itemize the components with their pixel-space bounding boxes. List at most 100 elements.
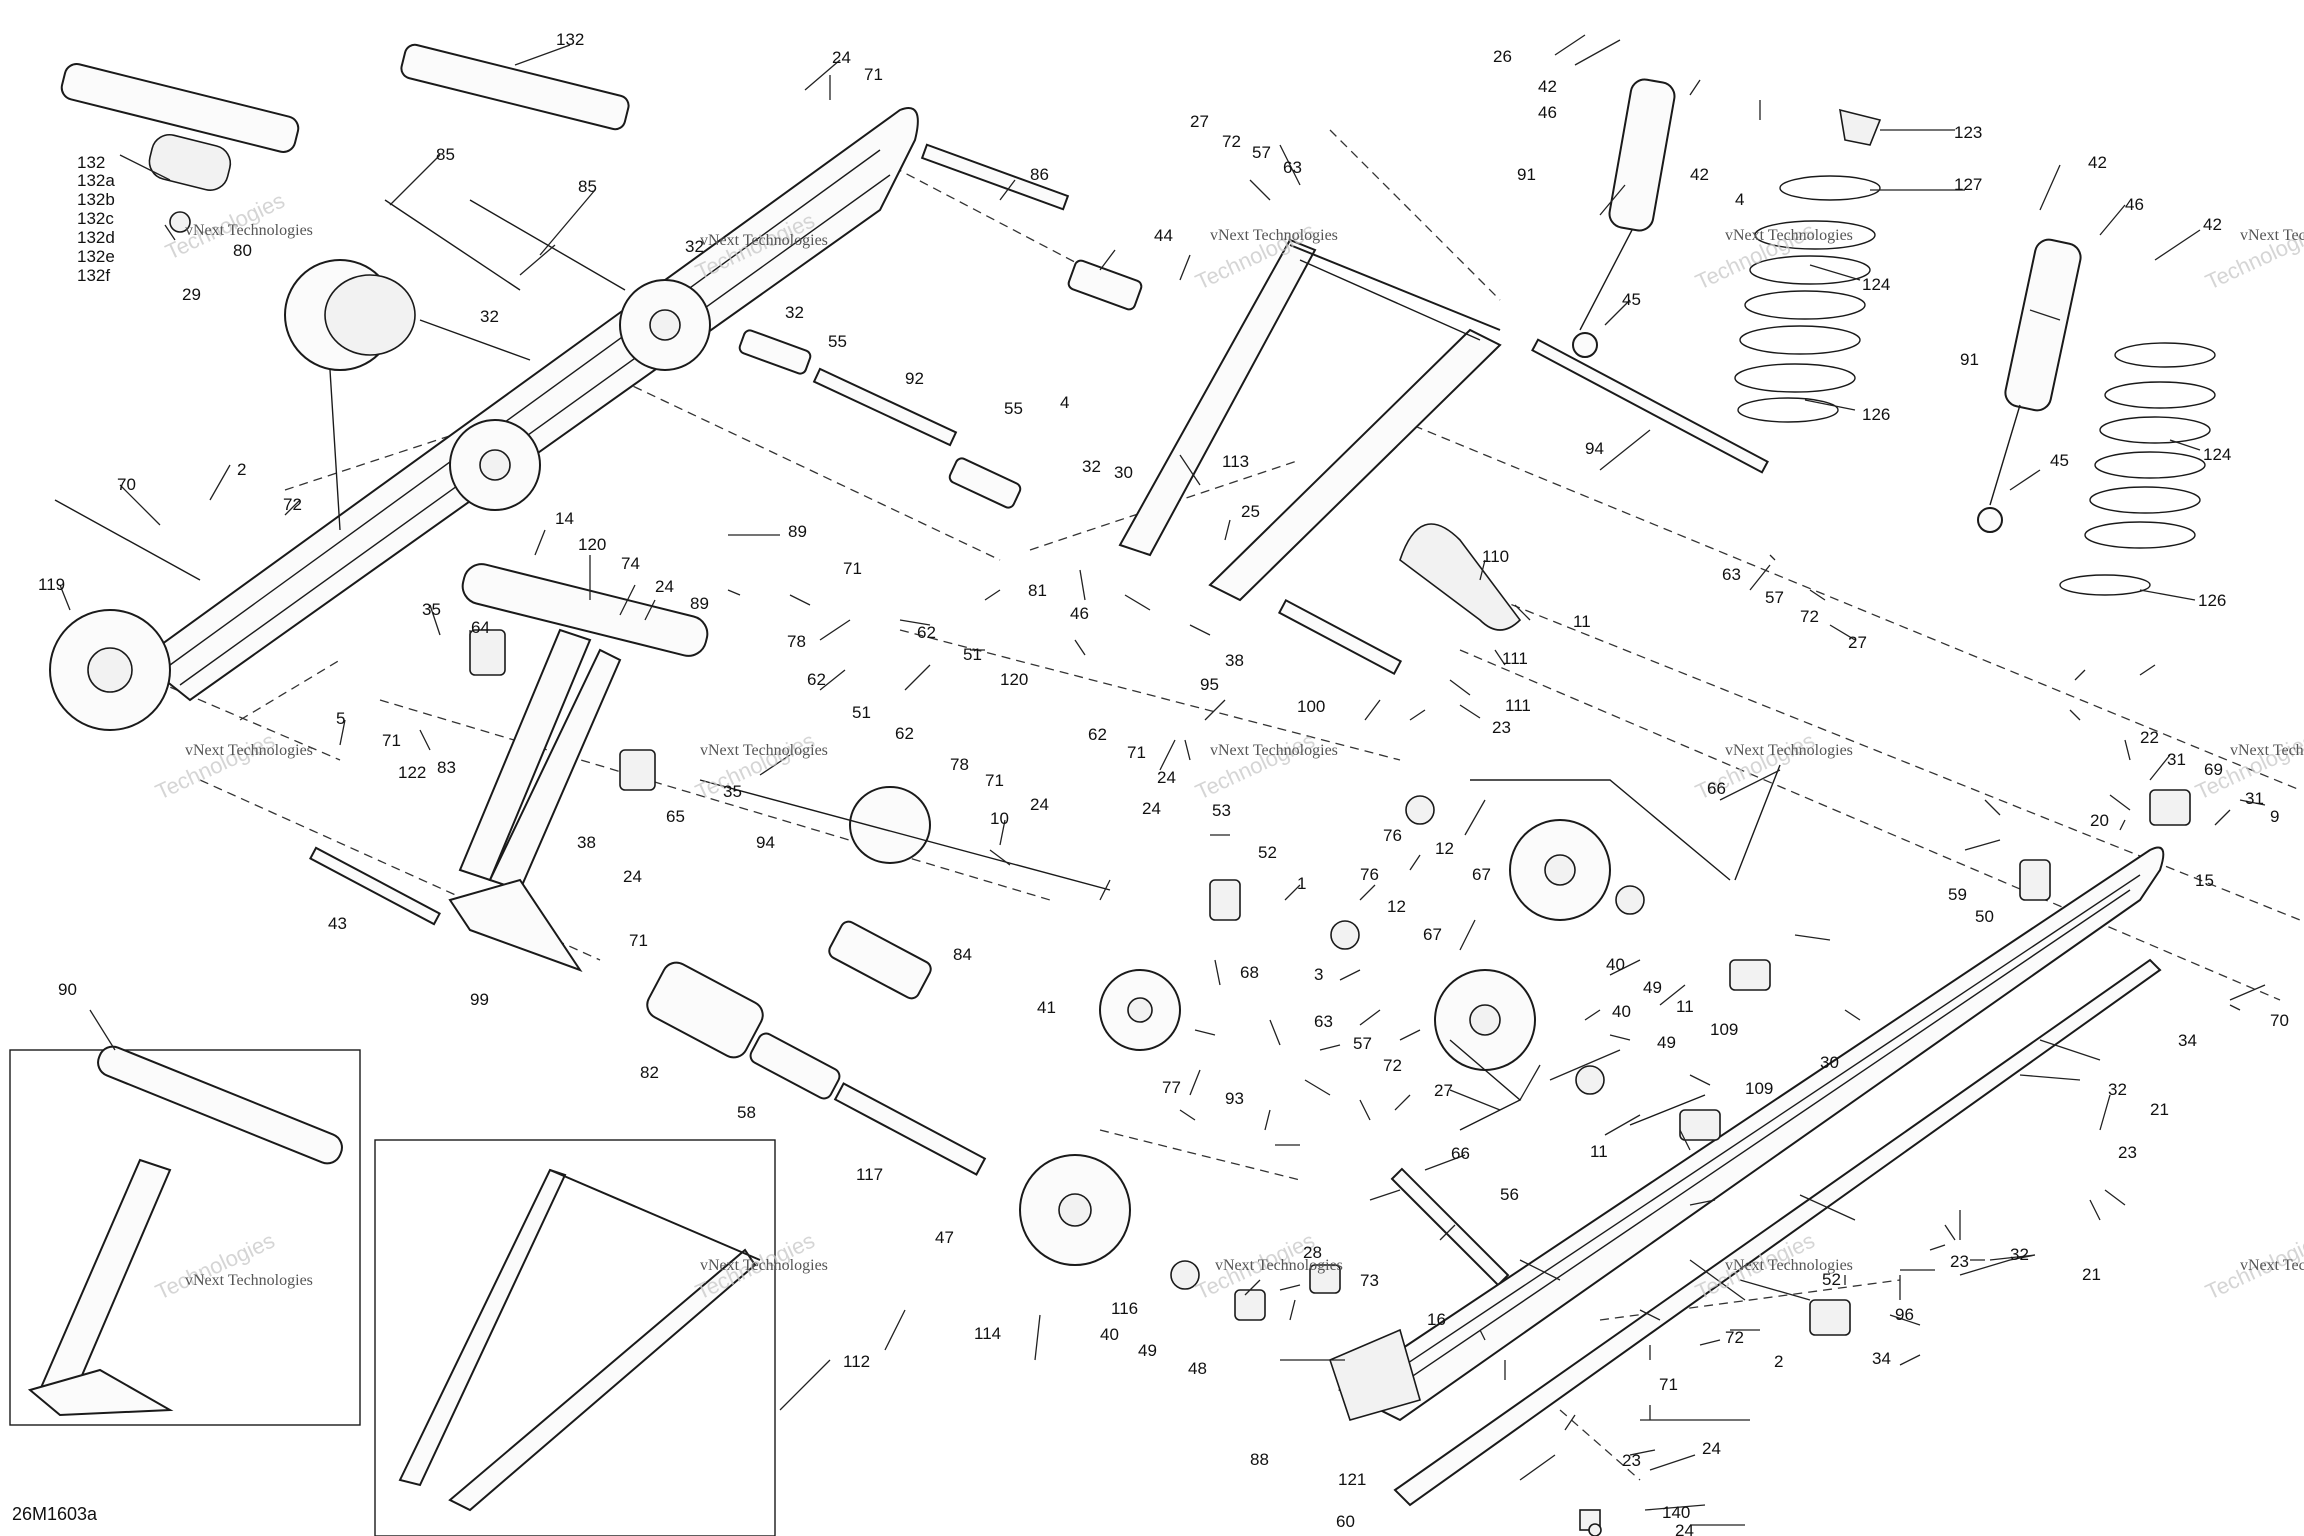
callout-label: 124 bbox=[1862, 275, 1890, 294]
callout-label: 26 bbox=[1493, 47, 1512, 66]
callout-label: 27 bbox=[1190, 112, 1209, 131]
callout-label: 52 bbox=[1258, 843, 1277, 862]
watermark: vNext Technologies bbox=[1215, 1257, 1343, 1274]
callout-label: 44 bbox=[1154, 226, 1173, 245]
callout-label: 56 bbox=[1500, 1185, 1519, 1204]
watermark: vNext Technologies bbox=[2240, 227, 2304, 244]
callout-label: 45 bbox=[1622, 290, 1641, 309]
callout-label: 42 bbox=[1690, 165, 1709, 184]
callout-label: 53 bbox=[1212, 801, 1231, 820]
callout-label: 35 bbox=[723, 782, 742, 801]
callout-label: 88 bbox=[1250, 1450, 1269, 1469]
callout-label: 46 bbox=[2125, 195, 2144, 214]
callout-label: 80 bbox=[233, 241, 252, 260]
callout-label: 132c bbox=[77, 209, 114, 228]
callout-label: 23 bbox=[1622, 1451, 1641, 1470]
callout-label: 23 bbox=[1492, 718, 1511, 737]
callout-label: 132d bbox=[77, 228, 115, 247]
callout-label: 126 bbox=[2198, 591, 2226, 610]
callout-label: 46 bbox=[1538, 103, 1557, 122]
rear-shock-and-springs bbox=[1572, 78, 2216, 596]
callout-label: 23 bbox=[1950, 1252, 1969, 1271]
callout-label: 72 bbox=[283, 495, 302, 514]
callout-label: 90 bbox=[58, 980, 77, 999]
watermark: Technologies bbox=[692, 728, 819, 805]
callout-label: 62 bbox=[1088, 725, 1107, 744]
callout-label: 93 bbox=[1225, 1089, 1244, 1108]
callout-label: 11 bbox=[1590, 1142, 1608, 1161]
callout-label: 119 bbox=[38, 575, 65, 594]
callout-label: 76 bbox=[1383, 826, 1402, 845]
callout-label: 71 bbox=[843, 559, 862, 578]
callout-label: 116 bbox=[1111, 1299, 1138, 1318]
inset-112-box bbox=[374, 1139, 776, 1536]
callout-label: 2 bbox=[237, 460, 246, 479]
callout-label: 72 bbox=[1725, 1328, 1744, 1347]
inset-90-box bbox=[9, 1045, 361, 1426]
callout-label: 83 bbox=[437, 758, 456, 777]
callout-label: 4 bbox=[1060, 393, 1069, 412]
callout-label: 9 bbox=[2270, 807, 2279, 826]
callout-label: 120 bbox=[1000, 670, 1028, 689]
callout-label: 71 bbox=[629, 931, 648, 950]
callout-label: 62 bbox=[807, 670, 826, 689]
callout-label: 32 bbox=[480, 307, 499, 326]
callout-label: 11 bbox=[1573, 612, 1591, 631]
callout-label: 59 bbox=[1948, 885, 1967, 904]
callout-label: 63 bbox=[1314, 1012, 1333, 1031]
callout-label: 110 bbox=[1482, 547, 1509, 566]
watermark: vNext Technologies bbox=[1210, 227, 1338, 244]
idler-wheels bbox=[1019, 795, 1645, 1290]
callout-label: 100 bbox=[1297, 697, 1325, 716]
callout-label: 41 bbox=[1037, 998, 1056, 1017]
callout-label: 63 bbox=[1722, 565, 1741, 584]
callout-label: 5 bbox=[336, 709, 345, 728]
callout-label: 86 bbox=[1030, 165, 1049, 184]
callout-label: 76 bbox=[1360, 865, 1379, 884]
callout-label: 112 bbox=[843, 1352, 870, 1371]
watermark: vNext Technologies bbox=[185, 1272, 313, 1289]
callout-label: 68 bbox=[1240, 963, 1259, 982]
callout-label: 24 bbox=[1702, 1439, 1721, 1458]
watermark: vNext Technologies bbox=[1725, 227, 1853, 244]
watermark: Technologies bbox=[152, 1228, 279, 1305]
callout-label: 21 bbox=[2150, 1100, 2169, 1119]
callout-label: 72 bbox=[1383, 1056, 1402, 1075]
callout-label: 51 bbox=[963, 645, 982, 664]
shafts-and-rods bbox=[54, 143, 1769, 1287]
callout-label: 32 bbox=[1082, 457, 1101, 476]
callout-label: 70 bbox=[117, 475, 136, 494]
callout-label: 27 bbox=[1848, 633, 1867, 652]
callout-label: 4 bbox=[1735, 190, 1744, 209]
callout-label: 72 bbox=[1800, 607, 1819, 626]
callout-label: 82 bbox=[640, 1063, 659, 1082]
callout-label: 120 bbox=[578, 535, 606, 554]
callout-label: 70 bbox=[2270, 1011, 2289, 1030]
callout-label: 50 bbox=[1975, 907, 1994, 926]
callout-label: 55 bbox=[1004, 399, 1023, 418]
callout-label: 66 bbox=[1451, 1144, 1470, 1163]
callout-label: 40 bbox=[1100, 1325, 1119, 1344]
callout-label: 24 bbox=[1157, 768, 1176, 787]
callout-label: 85 bbox=[578, 177, 597, 196]
callout-label: 12 bbox=[1435, 839, 1454, 858]
callout-label: 91 bbox=[1517, 165, 1536, 184]
watermark: Technologies bbox=[1192, 728, 1319, 805]
callout-label: 57 bbox=[1765, 588, 1784, 607]
callout-label: 1 bbox=[1297, 874, 1306, 893]
callout-label: 65 bbox=[666, 807, 685, 826]
callout-label: 109 bbox=[1710, 1020, 1738, 1039]
callout-label: 95 bbox=[1200, 675, 1219, 694]
callout-label: 126 bbox=[1862, 405, 1890, 424]
watermark: vNext Technologies bbox=[700, 742, 828, 759]
callout-label: 132 bbox=[77, 153, 105, 172]
watermark: vNext Technologies bbox=[2240, 1257, 2304, 1274]
callout-label: 24 bbox=[1142, 799, 1161, 818]
callout-label: 38 bbox=[577, 833, 596, 852]
callout-label: 32 bbox=[785, 303, 804, 322]
callout-label: 67 bbox=[1423, 925, 1442, 944]
callout-label: 21 bbox=[2082, 1265, 2101, 1284]
callout-label: 124 bbox=[2203, 445, 2231, 464]
callout-label: 55 bbox=[828, 332, 847, 351]
callout-label: 71 bbox=[1127, 743, 1146, 762]
